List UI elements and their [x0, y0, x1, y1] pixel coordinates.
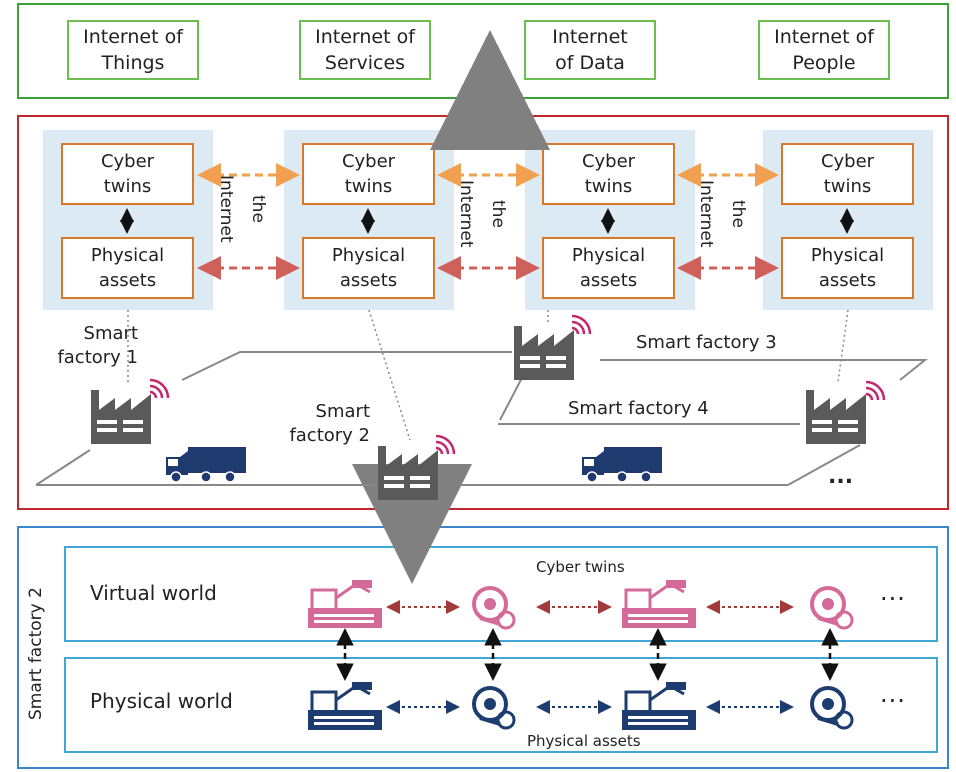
- smart-factory-2-label: Smart factory 2: [289, 401, 370, 446]
- cyber-twins-box-4: Cyber twins: [781, 143, 914, 205]
- internet-of-people-box: Internet of People: [758, 20, 890, 80]
- physical-assets-box-1: Physical assets: [61, 237, 194, 299]
- physical-assets-box-3: Physical assets: [542, 237, 675, 299]
- smart-factory-4-label: Smart factory 4: [568, 398, 709, 419]
- more-assets-ellipsis: ···: [880, 687, 906, 715]
- more-twins-ellipsis: ···: [880, 585, 906, 613]
- physical-assets-box-2: Physical assets: [302, 237, 435, 299]
- internet-of-things-box: Internet of Things: [67, 20, 199, 80]
- cyber-twins-box-2: Cyber twins: [302, 143, 435, 205]
- smart-factory-2-detail-panel: [17, 526, 949, 769]
- virtual-world-label: Virtual world: [90, 581, 217, 605]
- physical-assets-box-4: Physical assets: [781, 237, 914, 299]
- physical-assets-caption: Physical assets: [527, 732, 641, 750]
- cyber-twins-caption: Cyber twins: [536, 558, 625, 576]
- internet-of-services-box: Internet of Services: [299, 20, 431, 80]
- cyber-twins-box-1: Cyber twins: [61, 143, 194, 205]
- physical-world-label: Physical world: [90, 689, 233, 713]
- more-factories-ellipsis: ...: [828, 464, 854, 489]
- smart-factory-1-label: Smart factory 1: [57, 323, 138, 368]
- smart-factory-3-label: Smart factory 3: [636, 332, 777, 353]
- cyber-twins-box-3: Cyber twins: [542, 143, 675, 205]
